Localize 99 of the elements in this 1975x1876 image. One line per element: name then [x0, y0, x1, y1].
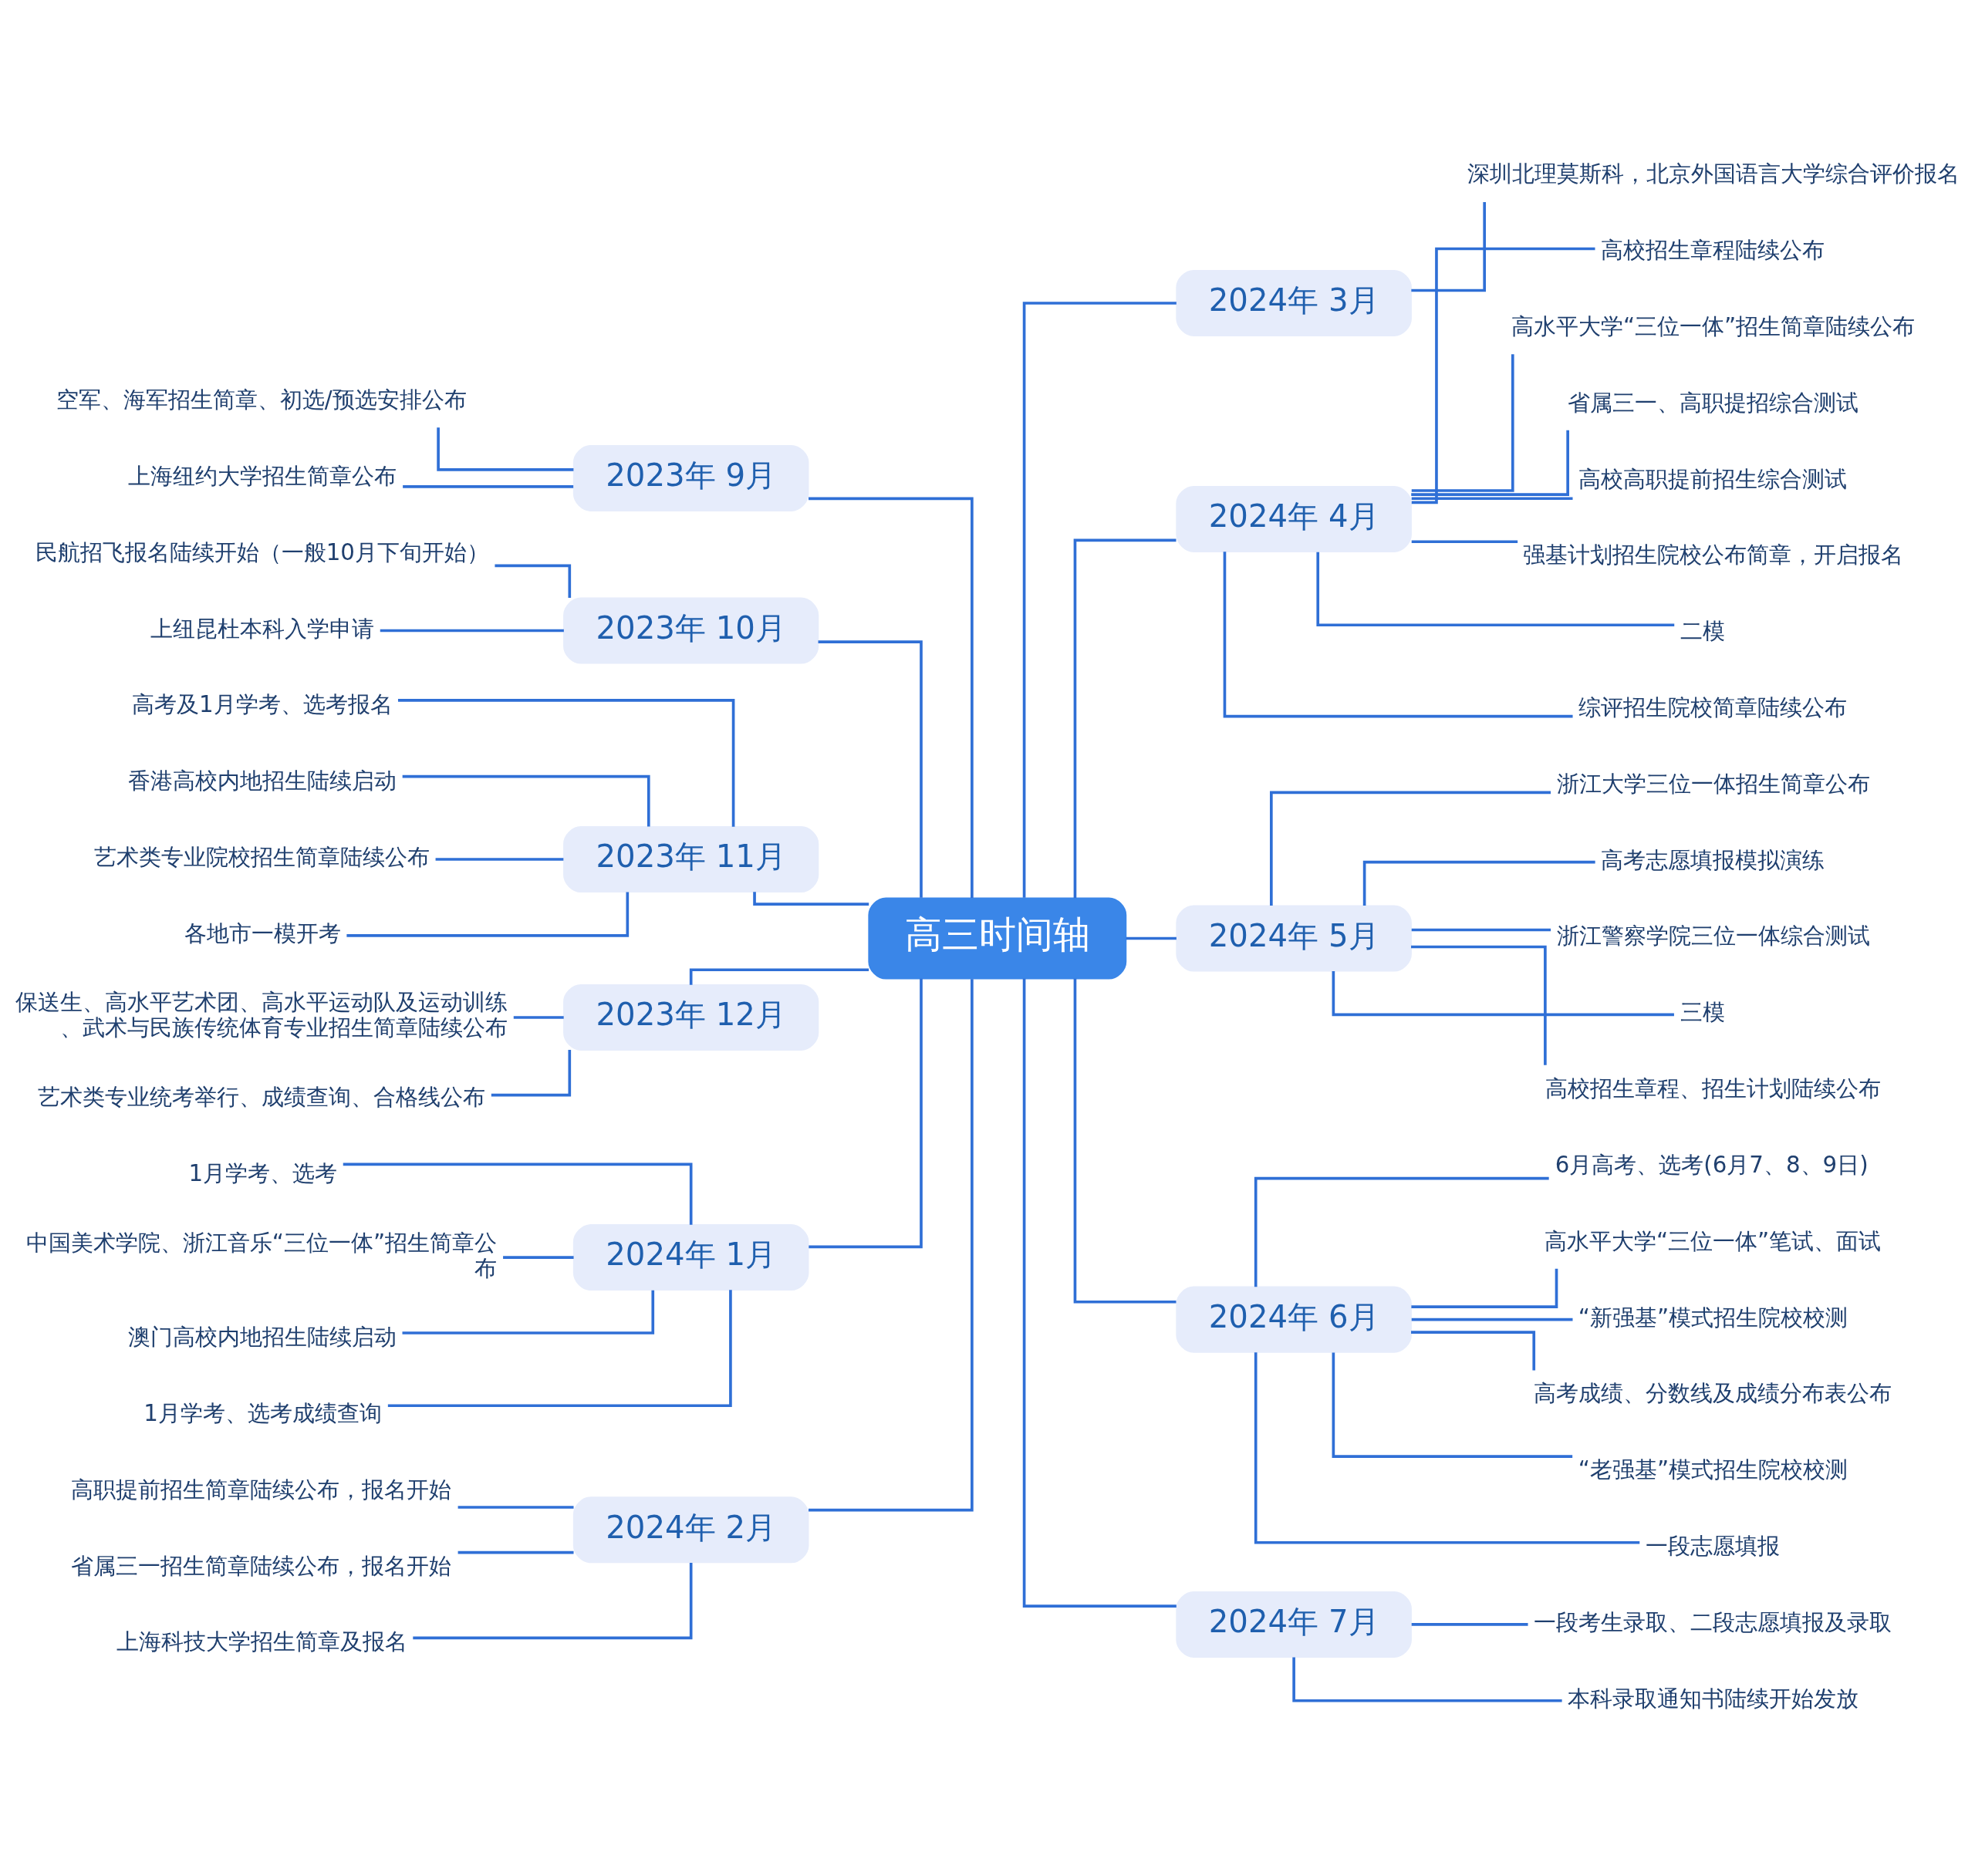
node-text: 二模 [1680, 617, 1725, 644]
connector [689, 967, 869, 985]
node-text: 空军、海军招生简章、初选/预选安排公布 [56, 386, 467, 413]
node-text: 高考成绩、分数线及成绩分布表公布 [1534, 1379, 1892, 1406]
connector [457, 1505, 574, 1509]
connector [1022, 301, 1177, 898]
node-text: 省属三一招生简章陆续公布，报名开始 [71, 1552, 452, 1579]
node-text: 三模 [1680, 998, 1725, 1025]
connector [503, 1255, 574, 1259]
node-box: 2023年 9月 [572, 444, 809, 511]
node-text: 高校招生章程、招生计划陆续公布 [1545, 1075, 1881, 1102]
node-text: 中国美术学院、浙江音乐“三位一体”招生简章公布 [25, 1229, 498, 1281]
connector [1073, 538, 1177, 898]
connector [1411, 247, 1595, 504]
connector [1411, 945, 1547, 1065]
node-text: 高水平大学“三位一体”招生简章陆续公布 [1511, 312, 1916, 339]
node-text: 高考及1月学考、选考报名 [132, 690, 393, 717]
node-text: 艺术类专业院校招生简章陆续公布 [94, 843, 430, 870]
connector [1411, 353, 1514, 492]
connector [495, 564, 572, 598]
connector [402, 774, 650, 827]
connector [1126, 936, 1177, 940]
connector [513, 1015, 564, 1019]
connector [1332, 970, 1674, 1016]
node-text: 各地市一模开考 [184, 919, 341, 946]
node-box: 2023年 12月 [563, 984, 819, 1051]
node-text: 上海科技大学招生简章及报名 [116, 1628, 407, 1655]
connector [809, 978, 923, 1248]
node-box: 2024年 4月 [1176, 485, 1412, 552]
node-text: “老强基”模式招生院校校测 [1578, 1456, 1848, 1483]
node-text: 保送生、高水平艺术团、高水平运动队及运动训练、武术与民族传统体育专业招生简章陆续公布 [15, 988, 508, 1041]
node-box: 2024年 1月 [572, 1223, 809, 1291]
connector [343, 1162, 693, 1225]
node-text: 一段志愿填报 [1645, 1532, 1780, 1559]
connector [1411, 1330, 1536, 1370]
connector [1223, 551, 1573, 717]
connector [491, 1049, 572, 1096]
node-text: 综评招生院校简章陆续公布 [1578, 693, 1847, 720]
connector [403, 484, 574, 488]
connector [413, 1562, 693, 1639]
connector [402, 1290, 655, 1334]
node-text: 6月高考、选考(6月7、8、9日) [1555, 1151, 1869, 1178]
node-text: 一段考生录取、二段志愿填报及录取 [1534, 1608, 1892, 1635]
connector [1254, 1176, 1549, 1287]
node-text: 民航招飞报名陆续开始（一般10月下旬开始） [35, 538, 489, 565]
connector [1411, 1268, 1558, 1308]
node-text: 上海纽约大学招生简章公布 [128, 462, 397, 489]
node-box: 2024年 7月 [1176, 1591, 1412, 1658]
node-text: 浙江警察学院三位一体综合测试 [1556, 922, 1870, 949]
node-text: 省属三一、高职提招综合测试 [1568, 389, 1859, 416]
node-text: 香港高校内地招生陆续启动 [128, 767, 397, 794]
node-text: 高考志愿填报模拟演练 [1601, 846, 1825, 873]
node-text: 深圳北理莫斯科，北京外国语言大学综合评价报名 [1467, 160, 1960, 187]
connector [1411, 1622, 1528, 1626]
connector [346, 892, 630, 937]
node-text: 本科录取通知书陆续开始发放 [1568, 1685, 1859, 1712]
connector [387, 1289, 732, 1407]
connector [437, 427, 574, 471]
node-box: 高三时间轴 [868, 896, 1127, 980]
connector [1332, 1352, 1573, 1458]
connector [1022, 978, 1177, 1608]
connector [1270, 791, 1551, 906]
connector [1411, 430, 1569, 496]
node-text: 强基计划招生院校公布简章，开启报名 [1523, 541, 1904, 568]
node-text: 1月学考、选考成绩查询 [143, 1399, 382, 1426]
connector [435, 857, 564, 861]
node-text: 1月学考、选考 [188, 1159, 338, 1186]
node-text: 高水平大学“三位一体”笔试、面试 [1544, 1227, 1882, 1254]
node-box: 2024年 2月 [572, 1496, 809, 1563]
connector [457, 1550, 574, 1554]
node-box: 2023年 11月 [563, 825, 819, 892]
node-text: 高职提前招生简章陆续公布，报名开始 [71, 1476, 452, 1503]
connector [818, 639, 923, 898]
connector [1316, 552, 1675, 626]
node-box: 2024年 5月 [1176, 905, 1412, 971]
node-box: 2024年 3月 [1176, 269, 1412, 336]
node-text: 高校招生章程陆续公布 [1601, 236, 1825, 263]
node-text: “新强基”模式招生院校校测 [1578, 1304, 1848, 1331]
connector [753, 891, 869, 906]
node-text: 上纽昆杜本科入学申请 [150, 615, 374, 641]
node-text: 高校高职提前招生综合测试 [1578, 465, 1847, 492]
connector [809, 978, 974, 1511]
node-box: 2023年 10月 [563, 597, 819, 664]
connector [1411, 496, 1573, 500]
connector [809, 497, 974, 898]
connector [1292, 1656, 1562, 1702]
node-text: 浙江大学三位一体招生简章公布 [1556, 770, 1870, 797]
connector [1411, 928, 1551, 931]
connector [1362, 860, 1595, 906]
connector [1073, 978, 1177, 1304]
connector [397, 698, 735, 827]
connector [1411, 539, 1518, 543]
node-text: 澳门高校内地招生陆续启动 [128, 1323, 397, 1350]
connector [1411, 201, 1486, 292]
node-text: 艺术类专业统考举行、成绩查询、合格线公布 [38, 1083, 486, 1110]
connector [1254, 1351, 1640, 1544]
connector [380, 629, 564, 632]
connector [1411, 1318, 1573, 1321]
node-box: 2024年 6月 [1176, 1286, 1412, 1353]
